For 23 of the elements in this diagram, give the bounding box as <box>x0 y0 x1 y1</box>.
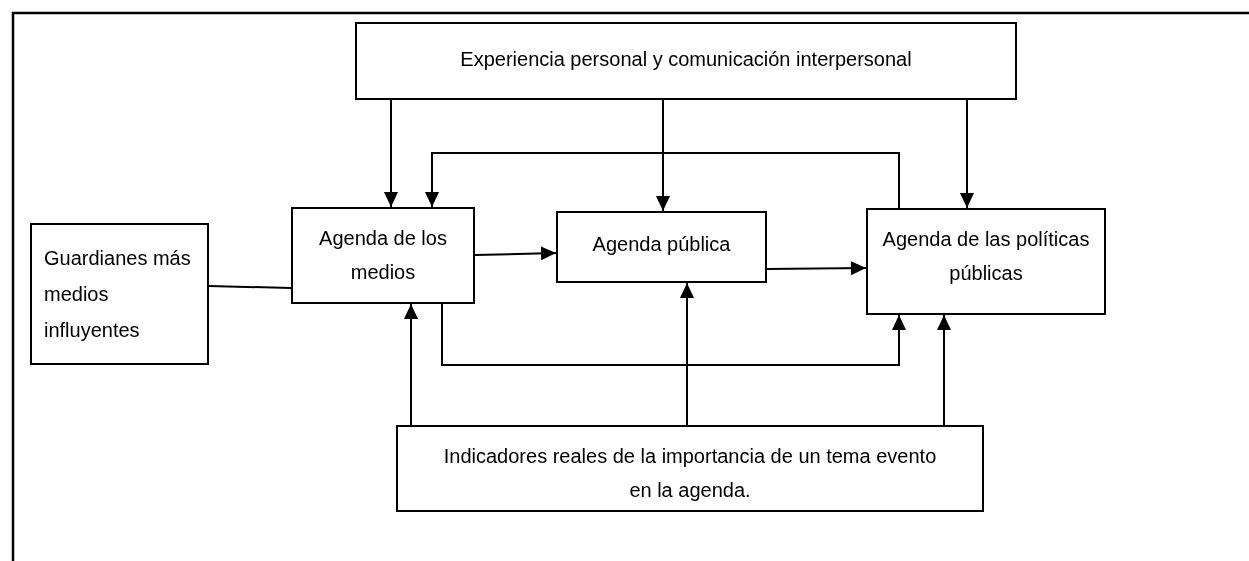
box-label: Indicadores reales de la importancia de un tema evento en la agenda. <box>442 444 938 503</box>
text-box <box>396 425 984 512</box>
text-box <box>866 208 1106 315</box>
box-label: Agenda de los medios <box>318 226 448 285</box>
text-box <box>30 223 209 365</box>
arrow <box>404 303 418 426</box>
arrow <box>960 99 974 209</box>
text-box <box>291 207 475 304</box>
connector-line <box>208 285 292 289</box>
arrow <box>766 261 867 276</box>
arrow <box>474 246 557 261</box>
arrow <box>425 152 900 209</box>
box-label: Agenda de las políticas públicas <box>881 227 1091 286</box>
arrow <box>441 303 906 366</box>
arrow <box>656 99 670 212</box>
text-box <box>355 22 1017 100</box>
arrow <box>680 282 694 426</box>
arrow <box>384 99 398 208</box>
box-label: Experiencia personal y comunicación interpersonal <box>460 47 912 72</box>
arrow <box>937 314 951 426</box>
text-box <box>556 211 767 283</box>
box-label: Agenda pública <box>592 232 731 257</box>
box-label: Guardianes más medios influyentes <box>44 246 192 343</box>
